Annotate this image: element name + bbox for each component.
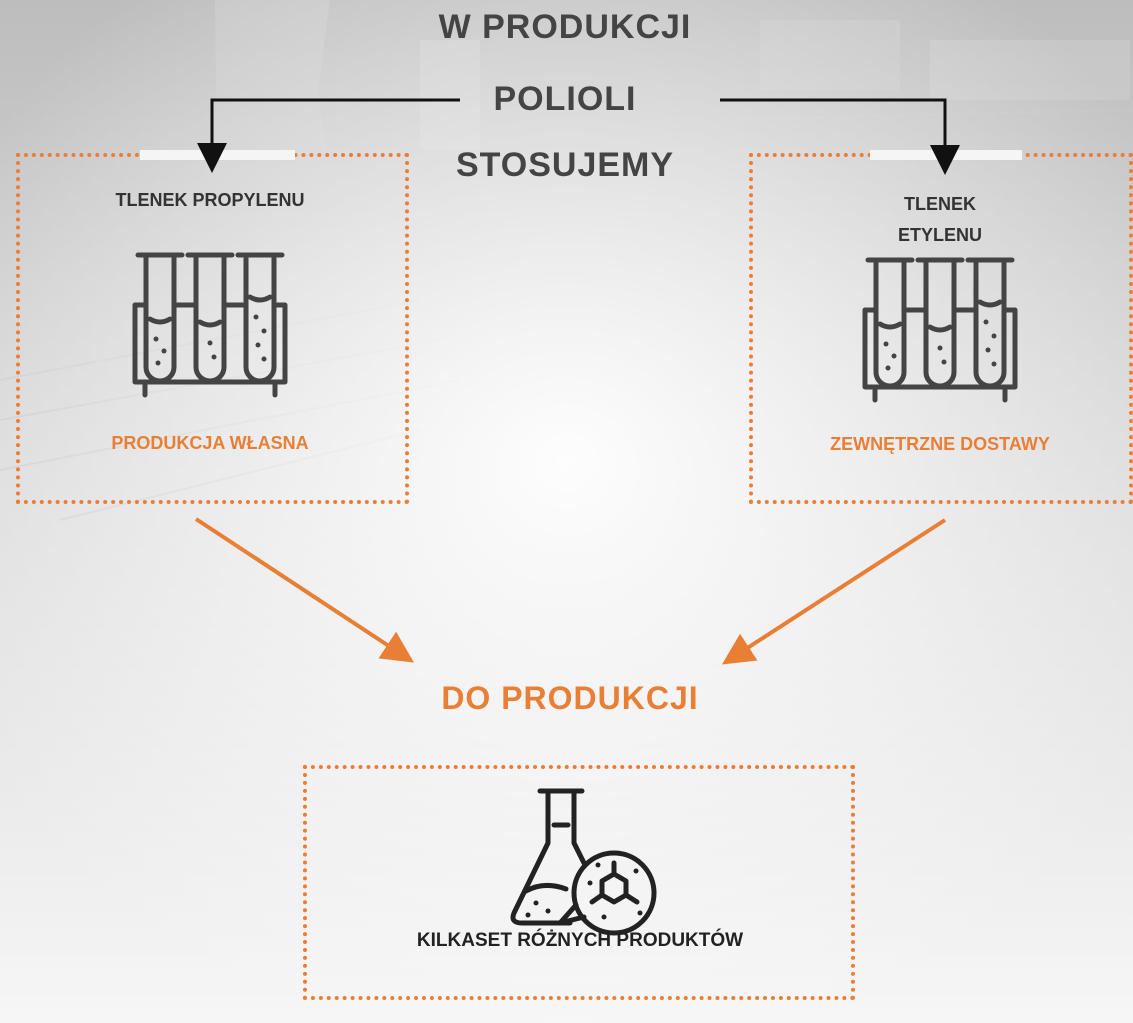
left-caption: PRODUKCJA WŁASNA (111, 433, 309, 453)
do-produkcji-title: DO PRODUKCJI (441, 680, 699, 716)
header-line-1: W PRODUKCJI (438, 8, 692, 46)
right-connector-arrow (720, 98, 960, 175)
right-title-line-2: ETYLENU (897, 225, 982, 245)
left-title: TLENEK PROPYLENU (115, 190, 305, 210)
flask-molecule-icon (510, 788, 657, 936)
test-tubes-icon (132, 252, 288, 398)
left-connector-arrow (197, 98, 460, 173)
left-orange-arrow (194, 517, 415, 663)
products-box (303, 765, 855, 1000)
bottom-caption: KILKASET RÓŻNYCH PRODUKTÓW (416, 930, 744, 951)
header-line-2: POLIOLI (493, 80, 637, 118)
right-title-line-1: TLENEK (904, 194, 976, 214)
right-caption: ZEWNĘTRZNE DOSTAWY (830, 434, 1050, 454)
right-orange-arrow (721, 518, 947, 665)
test-tubes-icon (862, 257, 1018, 403)
header-line-3: STOSUJEMY (455, 146, 675, 184)
